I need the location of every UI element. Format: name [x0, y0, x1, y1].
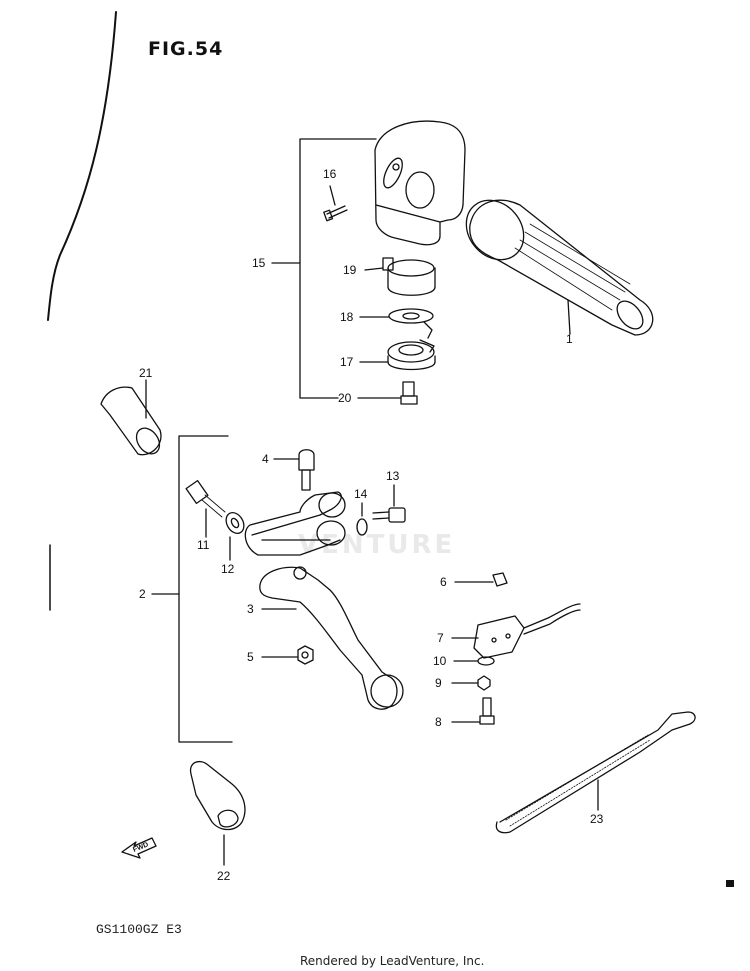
callout-4: 4	[262, 452, 269, 466]
throttle-grip	[465, 199, 654, 336]
bracket-2	[178, 435, 233, 743]
callout-15: 15	[252, 256, 266, 270]
nut-5	[261, 645, 314, 665]
callout-20: 20	[338, 391, 352, 405]
callout-10: 10	[433, 654, 447, 668]
callout-8: 8	[435, 715, 442, 729]
callout-19: 19	[343, 263, 357, 277]
nut-9	[451, 675, 491, 691]
screw-20	[357, 381, 418, 405]
washer-10	[453, 656, 495, 666]
callout-13: 13	[386, 469, 400, 483]
screw-11	[185, 479, 226, 538]
callout-3: 3	[247, 602, 254, 616]
callout-18: 18	[340, 310, 354, 324]
callout-14: 14	[354, 487, 368, 501]
model-code: GS1100GZ E3	[96, 922, 182, 937]
lever-holder	[244, 491, 346, 556]
clutch-switch-7	[451, 603, 581, 659]
bolt-4	[273, 449, 315, 491]
corner-mark	[726, 880, 734, 887]
washer-18	[359, 308, 434, 339]
callout-6: 6	[440, 575, 447, 589]
switch-housing	[374, 120, 466, 246]
callout-1: 1	[566, 332, 573, 346]
washer-14	[356, 502, 368, 536]
callout-2: 2	[139, 587, 146, 601]
switch-6	[454, 572, 508, 587]
fwd-arrow-icon	[121, 837, 157, 859]
pulley-17	[359, 339, 436, 371]
callout-labels: 1 2 3 4 5 6 7 8 9 10 11 12 13 14 15 16 1…	[132, 167, 604, 883]
cable-tie-23	[495, 711, 696, 834]
watermark: VENTURE	[298, 530, 456, 560]
screw-16	[323, 185, 348, 222]
clutch-lever	[259, 566, 404, 710]
callout-12: 12	[221, 562, 235, 576]
collar-19	[364, 257, 436, 296]
lever-cover-21	[100, 379, 162, 456]
callout-21: 21	[139, 366, 153, 380]
lever-boot-22	[189, 760, 246, 866]
bracket-15	[299, 138, 377, 399]
figure-title: FIG.54	[148, 38, 224, 60]
screw-13	[372, 484, 406, 523]
callout-7: 7	[437, 631, 444, 645]
callout-11: 11	[197, 538, 210, 552]
callout-22: 22	[217, 869, 231, 883]
page-edge-line	[47, 11, 117, 321]
render-credit: Rendered by LeadVenture, Inc.	[300, 954, 485, 968]
callout-9: 9	[435, 676, 442, 690]
callout-17: 17	[340, 355, 354, 369]
callout-5: 5	[247, 650, 254, 664]
callout-23: 23	[590, 812, 604, 826]
callout-16: 16	[323, 167, 337, 181]
nut-12	[225, 512, 245, 561]
screw-8	[451, 697, 495, 725]
